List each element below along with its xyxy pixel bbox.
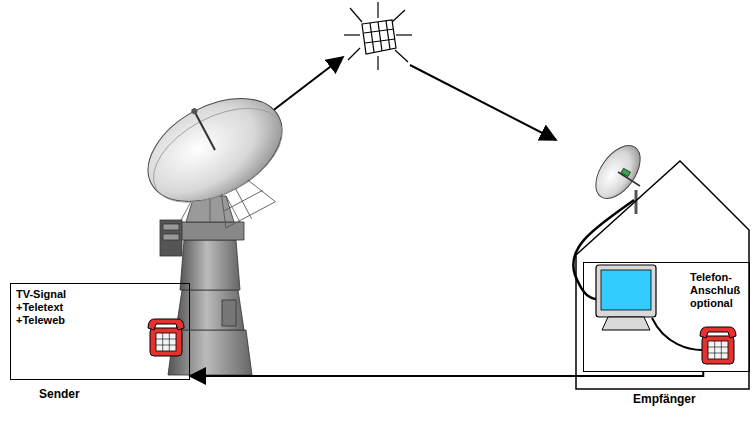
room-box: Telefon-Anschluß optional xyxy=(583,262,750,372)
receiver-dish xyxy=(587,138,649,214)
tv-set xyxy=(596,265,656,330)
return-channel-arrow xyxy=(190,372,703,376)
satellite xyxy=(344,2,412,70)
receiver-label: Empfänger xyxy=(633,393,696,406)
ground-dish xyxy=(129,75,315,253)
phone-cable xyxy=(652,318,702,350)
house: EmpfängerTelefon-Anschluß optional xyxy=(575,160,750,390)
sender-label: Sender xyxy=(39,388,80,401)
downlink-arrow xyxy=(410,65,556,140)
signal-list: TV-Signal +Teletext +Teleweb xyxy=(16,288,86,327)
receiver-phone xyxy=(700,327,736,364)
phone-note: Telefon-Anschluß optional xyxy=(690,271,746,310)
sender-box: TV-Signal +Teletext +TelewebSender xyxy=(10,283,190,380)
sender-phone xyxy=(148,319,184,356)
